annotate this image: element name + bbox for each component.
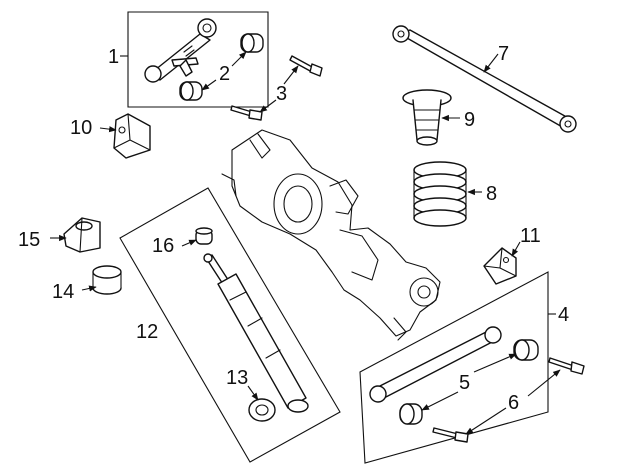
- axle-housing: [221, 129, 441, 341]
- callout-11: 11: [520, 225, 541, 247]
- callout-13: 13: [226, 367, 248, 389]
- upper-arm-bushing-upper: [240, 33, 264, 53]
- lateral-rod: [392, 25, 577, 133]
- callout-5: 5: [459, 372, 470, 394]
- callout-9: 9: [464, 109, 475, 131]
- callout-7: 7: [498, 43, 509, 65]
- lower-control-arm: [369, 326, 502, 403]
- callout-10: 10: [70, 117, 92, 139]
- callout-4: 4: [558, 304, 569, 326]
- lateral-rod-bracket: [483, 247, 517, 285]
- callout-1: 1: [108, 46, 119, 68]
- lower-arm-bolt-rear: [548, 357, 585, 375]
- lower-arm-bushing-front: [399, 403, 423, 425]
- callout-8: 8: [486, 183, 497, 205]
- group-box-upper-arm: [127, 11, 269, 108]
- callout-15: 15: [18, 229, 40, 251]
- spring-insulator: [402, 89, 452, 146]
- callout-12: 12: [136, 321, 158, 343]
- group-box-lower-arm: [359, 271, 549, 464]
- coil-spring: [413, 161, 467, 227]
- callout-6: 6: [508, 392, 519, 414]
- upper-control-arm: [144, 18, 217, 83]
- lower-arm-bolt-front: [432, 427, 469, 443]
- mounting-bracket: [113, 113, 151, 159]
- shock-absorber: [203, 253, 309, 413]
- lower-arm-bushing-rear: [513, 339, 539, 361]
- callout-3: 3: [276, 83, 287, 105]
- shock-upper-mount: [63, 217, 101, 253]
- upper-arm-bushing-lower: [179, 81, 203, 101]
- group-box-shock-absorber: [119, 187, 341, 463]
- shock-lower-bushing: [248, 398, 276, 422]
- callout-2: 2: [219, 63, 230, 85]
- shock-mount-bushing: [92, 265, 122, 295]
- shock-upper-bushing: [195, 227, 213, 245]
- upper-arm-bolt-lower: [230, 105, 263, 121]
- upper-arm-bolt-upper: [289, 55, 323, 77]
- leader-lines: [50, 51, 561, 435]
- callout-14: 14: [52, 281, 74, 303]
- callout-16: 16: [152, 235, 174, 257]
